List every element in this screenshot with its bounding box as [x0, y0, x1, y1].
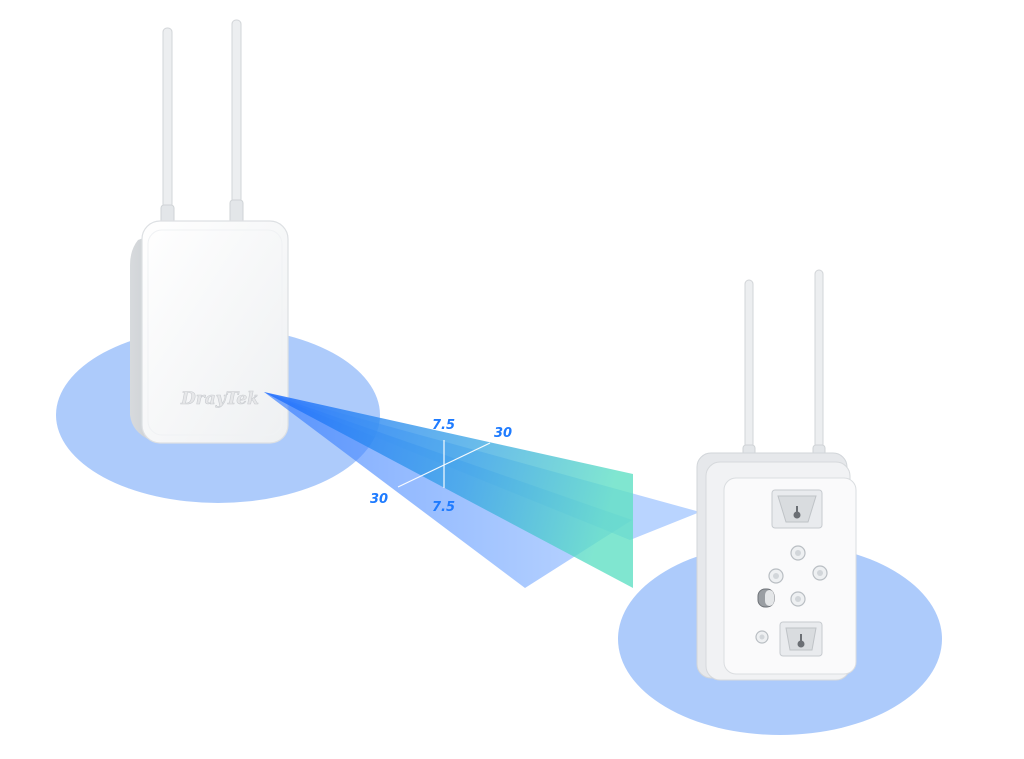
- antenna-icon: [162, 27, 173, 229]
- mounting-bracket-icon: [771, 489, 823, 529]
- antenna-icon: [744, 279, 754, 461]
- wide-beam-lower: [264, 392, 632, 588]
- grounding-screw-icon: [757, 588, 775, 608]
- dimension-lines: [397, 440, 491, 488]
- label-top-outer: 30: [494, 426, 512, 441]
- signal-beams: [264, 392, 700, 588]
- label-bottom-inner: 7.5: [432, 500, 455, 515]
- label-top-inner: 7.5: [432, 418, 455, 433]
- brand-logo-text: DrayTek: [180, 389, 259, 409]
- left-antennas: [160, 19, 244, 230]
- mounting-bracket-icon: [779, 621, 823, 657]
- antenna-icon: [814, 269, 824, 461]
- narrow-beam: [264, 392, 633, 588]
- access-point-back-icon: [696, 452, 857, 681]
- label-bottom-outer: 30: [370, 492, 388, 507]
- right-antennas: [742, 269, 826, 468]
- access-point-front-icon: DrayTek: [130, 220, 289, 444]
- antenna-icon: [231, 19, 242, 226]
